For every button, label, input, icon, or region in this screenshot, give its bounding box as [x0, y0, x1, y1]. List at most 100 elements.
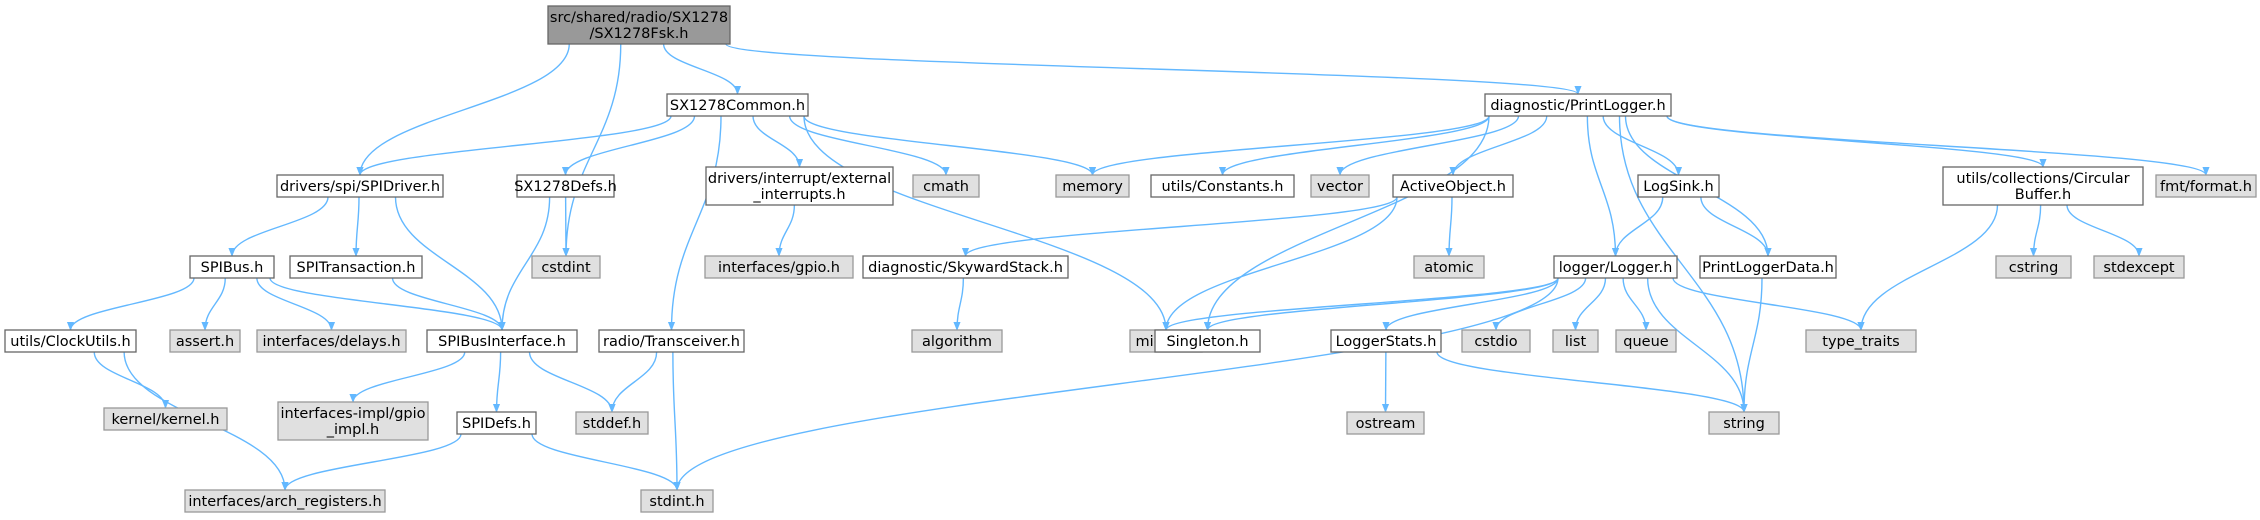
node-singleton-label: Singleton.h [1166, 334, 1248, 350]
node-skywardstack[interactable]: diagnostic/SkywardStack.h [862, 255, 1069, 279]
node-atomic-box [1413, 255, 1485, 279]
node-stdint: stdint.h [640, 489, 714, 513]
node-stdint-label: stdint.h [649, 494, 704, 510]
node-spidriver[interactable]: drivers/spi/SPIDriver.h [276, 174, 444, 198]
edge-spidriver-to-spibusinterface [394, 196, 506, 331]
node-clockutils[interactable]: utils/ClockUtils.h [4, 329, 137, 353]
node-skywardstack-box [862, 255, 1069, 279]
node-stddef-label: stddef.h [583, 416, 641, 432]
edge-spidriver-to-spitransaction [352, 196, 360, 257]
edges-layer [66, 43, 2210, 491]
edge-printlogger-to-logsink [1602, 115, 1683, 176]
edge-circularbuffer-to-stdexcept [2066, 204, 2143, 257]
node-fmt-label: fmt/format.h [2160, 179, 2252, 195]
node-activeobject-label: ActiveObject.h [1400, 179, 1506, 195]
node-interrupts-label: _interrupts.h [752, 187, 845, 203]
node-singleton[interactable]: Singleton.h [1154, 329, 1261, 353]
node-archregisters: interfaces/arch_registers.h [184, 489, 386, 513]
node-root-box [547, 5, 731, 45]
node-cstdio: cstdio [1461, 329, 1531, 353]
node-logsink[interactable]: LogSink.h [1637, 174, 1720, 198]
edge-logger-to-string [1646, 277, 1748, 413]
edge-root-to-sx1278common [662, 43, 742, 95]
node-interrupts[interactable]: drivers/interrupt/external_interrupts.h [705, 166, 894, 206]
edge-logsink-to-logger [1611, 196, 1664, 257]
node-clockutils-label: utils/ClockUtils.h [10, 334, 130, 350]
node-transceiver[interactable]: radio/Transceiver.h [598, 329, 745, 353]
node-archregisters-box [184, 489, 386, 513]
node-string-label: string [1723, 416, 1765, 432]
node-gpio-box [704, 255, 854, 279]
node-logger[interactable]: logger/Logger.h [1553, 255, 1678, 279]
node-sx1278common-box [666, 93, 809, 117]
node-logsink-label: LogSink.h [1643, 179, 1714, 195]
node-spibusinterface-box [426, 329, 578, 353]
node-spibus[interactable]: SPIBus.h [189, 255, 275, 279]
node-sx1278defs[interactable]: SX1278Defs.h [514, 174, 617, 198]
node-cstdint-label: cstdint [541, 260, 591, 276]
edge-transceiver-to-stdint [672, 351, 681, 491]
edge-printlogger-to-vector [1336, 115, 1520, 176]
edge-logger-to-stdint [673, 277, 1559, 491]
node-circularbuffer-label: utils/collections/Circular [1956, 171, 2129, 187]
edge-activeobject-to-skywardstack [962, 196, 1398, 257]
node-ostream-label: ostream [1356, 416, 1416, 432]
node-spitransaction-box [289, 255, 423, 279]
edge-printlogger-to-constants [1218, 115, 1490, 176]
node-stdint-box [640, 489, 714, 513]
node-list-box [1552, 329, 1599, 353]
node-string-box [1708, 411, 1780, 435]
node-circularbuffer-label: Buffer.h [2015, 187, 2071, 203]
edge-sx1278common-to-cmath [788, 115, 950, 176]
node-loggerstats[interactable]: LoggerStats.h [1330, 329, 1442, 353]
node-sx1278common[interactable]: SX1278Common.h [666, 93, 809, 117]
node-memory-label: memory [1062, 179, 1123, 195]
node-constants[interactable]: utils/Constants.h [1150, 174, 1295, 198]
node-algorithm: algorithm [911, 329, 1003, 353]
node-cstdint: cstdint [531, 255, 601, 279]
node-constants-box [1150, 174, 1295, 198]
node-printlogger[interactable]: diagnostic/PrintLogger.h [1484, 93, 1672, 117]
node-printloggerdata[interactable]: PrintLoggerData.h [1699, 255, 1837, 279]
node-fmt-box [2155, 174, 2257, 198]
node-root[interactable]: src/shared/radio/SX1278/SX1278Fsk.h [547, 5, 731, 45]
node-gpioimpl-label: interfaces-impl/gpio [280, 406, 425, 422]
edge-loggerstats-to-string [1436, 351, 1748, 413]
node-logsink-box [1637, 174, 1720, 198]
node-spibus-label: SPIBus.h [201, 260, 264, 276]
node-assert-label: assert.h [176, 334, 234, 350]
node-typetraits: type_traits [1805, 329, 1917, 353]
node-spitransaction[interactable]: SPITransaction.h [289, 255, 423, 279]
node-printloggerdata-label: PrintLoggerData.h [1702, 260, 1834, 276]
node-vector-label: vector [1317, 179, 1363, 195]
node-spibusinterface-label: SPIBusInterface.h [438, 334, 566, 350]
node-vector-box [1310, 174, 1370, 198]
node-archregisters-label: interfaces/arch_registers.h [188, 494, 381, 510]
node-cstdint-box [531, 255, 601, 279]
edge-printloggerdata-to-string [1740, 277, 1763, 413]
node-loggerstats-box [1330, 329, 1442, 353]
edge-logsink-to-printloggerdata [1700, 196, 1772, 257]
node-kernel: kernel/kernel.h [103, 407, 228, 431]
edge-root-to-printlogger [725, 43, 1582, 95]
node-printlogger-label: diagnostic/PrintLogger.h [1490, 98, 1665, 114]
edge-spitransaction-to-spibusinterface [391, 277, 506, 331]
node-interrupts-label: drivers/interrupt/external [708, 171, 891, 187]
node-typetraits-label: type_traits [1822, 334, 1899, 350]
edge-spibusinterface-to-gpioimpl [349, 351, 466, 403]
node-stdexcept-box [2093, 255, 2185, 279]
edge-spibus-to-spibusinterface [269, 277, 506, 331]
node-cstring-box [1995, 255, 2072, 279]
node-queue: queue [1615, 329, 1677, 353]
node-gpioimpl: interfaces-impl/gpio_impl.h [277, 401, 429, 441]
node-spibusinterface[interactable]: SPIBusInterface.h [426, 329, 578, 353]
node-circularbuffer-box [1942, 166, 2144, 206]
edge-activeobject-to-miosix [1162, 196, 1398, 331]
node-activeobject[interactable]: ActiveObject.h [1392, 174, 1514, 198]
nodes-layer: src/shared/radio/SX1278/SX1278Fsk.hSX127… [4, 5, 2257, 513]
node-constants-label: utils/Constants.h [1162, 179, 1284, 195]
edge-logger-to-singleton [1204, 277, 1559, 331]
node-spidefs[interactable]: SPIDefs.h [456, 411, 537, 435]
node-gpioimpl-box [277, 401, 429, 441]
